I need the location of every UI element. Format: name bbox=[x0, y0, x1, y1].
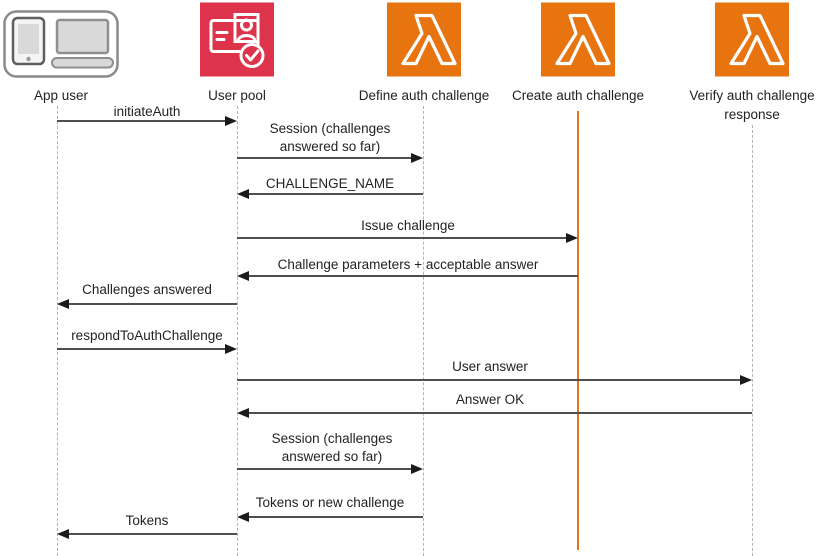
actor-label-define-auth-challenge: Define auth challenge bbox=[359, 86, 490, 105]
message-line-user-pool-to-create-auth-challenge bbox=[237, 237, 567, 239]
actor-label-user-pool: User pool bbox=[208, 86, 266, 105]
message-label-line: initiateAuth bbox=[113, 104, 181, 119]
message-label-line: respondToAuthChallenge bbox=[71, 328, 223, 343]
lifeline-user-pool bbox=[236, 106, 238, 556]
lambda-icon bbox=[715, 2, 789, 82]
actor-label-line: User pool bbox=[208, 88, 266, 103]
message-label-line: Challenge parameters + acceptable answer bbox=[277, 257, 539, 272]
arrowhead-icon bbox=[566, 233, 578, 243]
actor-label-line: App user bbox=[33, 88, 89, 103]
message-line-user-pool-to-define-auth-challenge bbox=[237, 157, 412, 159]
arrowhead-icon bbox=[225, 116, 237, 126]
lifeline-verify-auth-challenge-response bbox=[751, 125, 753, 556]
message-line-user-pool-to-app-user bbox=[68, 533, 237, 535]
lambda-icon bbox=[387, 2, 461, 82]
message-label: User answer bbox=[452, 358, 528, 376]
devices-icon bbox=[3, 10, 119, 83]
actor-label-create-auth-challenge: Create auth challenge bbox=[512, 86, 644, 105]
arrowhead-icon bbox=[237, 512, 249, 522]
arrowhead-icon bbox=[57, 529, 69, 539]
message-line-verify-auth-challenge-response-to-user-pool bbox=[248, 412, 752, 414]
message-line-user-pool-to-verify-auth-challenge-response bbox=[237, 379, 741, 381]
actor-label-line: Verify auth challenge bbox=[689, 88, 815, 103]
message-label-line: Session (challenges bbox=[271, 431, 393, 446]
arrowhead-icon bbox=[411, 153, 423, 163]
lifeline-app-user bbox=[56, 106, 58, 556]
arrowhead-icon bbox=[237, 189, 249, 199]
message-line-app-user-to-user-pool bbox=[57, 120, 226, 122]
message-label: Session (challenges answered so far) bbox=[270, 120, 391, 156]
actor-label-line: Create auth challenge bbox=[511, 88, 645, 103]
arrowhead-icon bbox=[225, 344, 237, 354]
message-label: Answer OK bbox=[456, 391, 524, 409]
message-label: Session (challenges answered so far) bbox=[272, 430, 393, 466]
message-line-app-user-to-user-pool bbox=[57, 348, 226, 350]
message-label: respondToAuthChallenge bbox=[71, 327, 223, 345]
message-label-line: answered so far) bbox=[281, 449, 383, 464]
arrowhead-icon bbox=[411, 464, 423, 474]
message-label: Challenge parameters + acceptable answer bbox=[278, 256, 539, 274]
message-line-create-auth-challenge-to-user-pool bbox=[248, 275, 578, 277]
actor-label-verify-auth-challenge-response: Verify auth challenge response bbox=[689, 86, 814, 124]
actor-label-app-user: App user bbox=[34, 86, 88, 105]
message-label-line: Answer OK bbox=[455, 392, 525, 407]
arrowhead-icon bbox=[237, 271, 249, 281]
message-label: Tokens bbox=[126, 512, 169, 530]
message-label-line: Tokens bbox=[125, 513, 169, 528]
lambda-icon bbox=[541, 2, 615, 82]
arrowhead-icon bbox=[57, 299, 69, 309]
message-label-line: Session (challenges bbox=[269, 121, 391, 136]
message-label-line: CHALLENGE_NAME bbox=[265, 176, 395, 191]
message-label: Challenges answered bbox=[82, 281, 212, 299]
arrowhead-icon bbox=[237, 408, 249, 418]
message-line-user-pool-to-define-auth-challenge bbox=[237, 468, 412, 470]
message-line-define-auth-challenge-to-user-pool bbox=[248, 193, 423, 195]
message-label-line: Issue challenge bbox=[361, 218, 455, 233]
actor-label-line: response bbox=[724, 107, 780, 122]
message-label: initiateAuth bbox=[114, 103, 181, 121]
user-pool-icon bbox=[200, 2, 274, 82]
actor-label-line: Define auth challenge bbox=[358, 88, 490, 103]
message-label-line: answered so far) bbox=[279, 139, 381, 154]
lifeline-create-auth-challenge bbox=[577, 111, 579, 550]
message-label: Tokens or new challenge bbox=[256, 494, 405, 512]
message-label-line: Challenges answered bbox=[82, 282, 212, 297]
message-label-line: Tokens or new challenge bbox=[255, 495, 405, 510]
message-label: Issue challenge bbox=[361, 217, 455, 235]
lifeline-define-auth-challenge bbox=[422, 106, 424, 556]
message-label-line: User answer bbox=[452, 359, 528, 374]
message-line-user-pool-to-app-user bbox=[68, 303, 237, 305]
arrowhead-icon bbox=[740, 375, 752, 385]
message-label: CHALLENGE_NAME bbox=[266, 175, 394, 193]
message-line-define-auth-challenge-to-user-pool bbox=[248, 516, 423, 518]
